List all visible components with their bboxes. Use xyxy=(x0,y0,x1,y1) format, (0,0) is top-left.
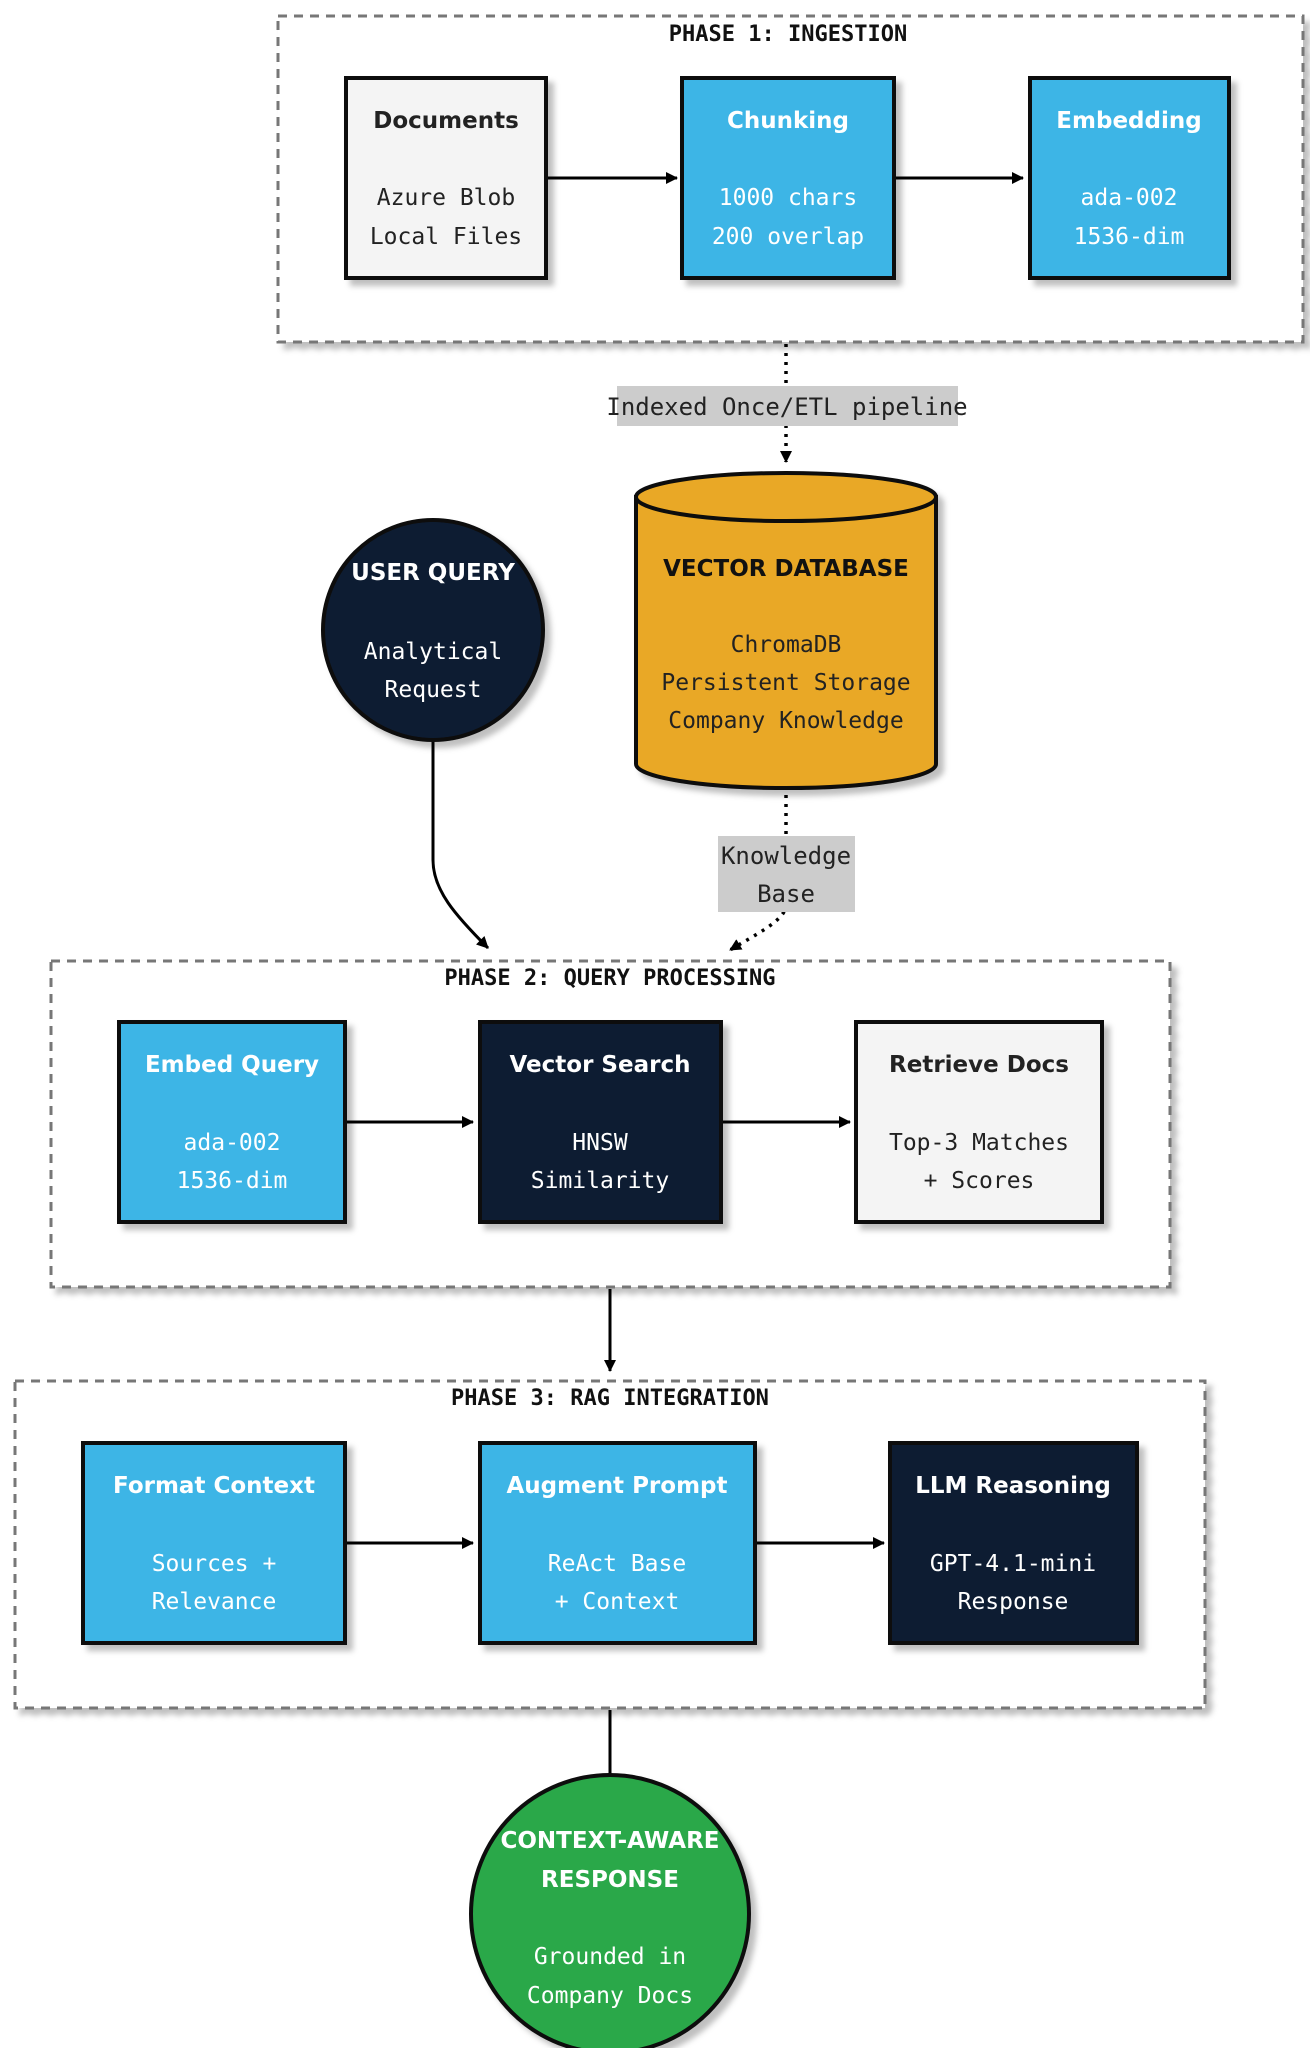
chunking-title: Chunking xyxy=(727,108,849,134)
documents-line2: Local Files xyxy=(370,224,522,250)
vector-db-line1: ChromaDB xyxy=(731,632,842,658)
user-query-line1: Analytical xyxy=(364,639,502,665)
embed-query-line2: 1536-dim xyxy=(177,1168,288,1194)
augment-prompt-line1: ReAct Base xyxy=(548,1551,686,1577)
node-documents: Documents Azure Blob Local Files xyxy=(344,76,548,280)
format-context-line1: Sources + xyxy=(152,1551,277,1577)
phase2-title: PHASE 2: QUERY PROCESSING xyxy=(444,966,775,991)
node-augment-prompt: Augment Prompt ReAct Base + Context xyxy=(478,1441,757,1645)
node-chunking: Chunking 1000 chars 200 overlap xyxy=(680,76,896,280)
node-retrieve-docs: Retrieve Docs Top-3 Matches + Scores xyxy=(854,1020,1104,1224)
llm-reasoning-line2: Response xyxy=(958,1589,1069,1615)
edge-label-indexed: Indexed Once/ETL pipeline xyxy=(606,386,968,426)
llm-reasoning-line1: GPT-4.1-mini xyxy=(930,1551,1096,1577)
vector-db-title: VECTOR DATABASE xyxy=(663,556,909,582)
node-vector-database xyxy=(634,471,938,790)
node-llm-reasoning: LLM Reasoning GPT-4.1-mini Response xyxy=(888,1441,1139,1645)
node-format-context: Format Context Sources + Relevance xyxy=(81,1441,347,1645)
retrieve-docs-line1: Top-3 Matches xyxy=(889,1130,1069,1156)
embedding-line2: 1536-dim xyxy=(1074,224,1185,250)
retrieve-docs-title: Retrieve Docs xyxy=(889,1052,1069,1078)
node-vector-search: Vector Search HNSW Similarity xyxy=(478,1020,723,1224)
format-context-title: Format Context xyxy=(113,1473,315,1499)
documents-line1: Azure Blob xyxy=(377,185,515,211)
vector-search-line1: HNSW xyxy=(572,1130,628,1156)
embed-query-line1: ada-002 xyxy=(184,1130,281,1156)
retrieve-docs-line2: + Scores xyxy=(924,1168,1035,1194)
node-embedding: Embedding ada-002 1536-dim xyxy=(1028,76,1231,280)
vector-db-line2: Persistent Storage xyxy=(661,670,910,696)
embed-query-title: Embed Query xyxy=(145,1052,319,1078)
response-title-line1: CONTEXT-AWARE xyxy=(501,1828,720,1854)
response-line1: Grounded in xyxy=(534,1944,686,1970)
chunking-line1: 1000 chars xyxy=(719,185,857,211)
phase3-title: PHASE 3: RAG INTEGRATION xyxy=(451,1386,769,1411)
augment-prompt-title: Augment Prompt xyxy=(506,1473,727,1499)
vector-db-line3: Company Knowledge xyxy=(668,708,903,734)
node-user-query: USER QUERY Analytical Request xyxy=(321,518,545,742)
response-title-line2: RESPONSE xyxy=(541,1867,679,1893)
edge-label-indexed-text: Indexed Once/ETL pipeline xyxy=(606,393,967,421)
format-context-line2: Relevance xyxy=(152,1589,277,1615)
edge-label-knowledge-line2: Base xyxy=(757,880,815,908)
embedding-line1: ada-002 xyxy=(1081,185,1178,211)
user-query-line2: Request xyxy=(385,677,482,703)
augment-prompt-line2: + Context xyxy=(555,1589,680,1615)
phase1-title: PHASE 1: INGESTION xyxy=(669,22,907,47)
chunking-line2: 200 overlap xyxy=(712,224,864,250)
llm-reasoning-title: LLM Reasoning xyxy=(915,1473,1111,1499)
embedding-title: Embedding xyxy=(1056,108,1201,134)
edge-label-knowledge-line1: Knowledge xyxy=(721,842,851,870)
edge-userquery-phase2 xyxy=(431,735,490,950)
user-query-title: USER QUERY xyxy=(351,560,515,586)
edge-label-knowledge: Knowledge Base xyxy=(718,836,855,912)
documents-title: Documents xyxy=(373,108,519,134)
vector-search-title: Vector Search xyxy=(510,1052,691,1078)
node-context-aware-response: CONTEXT-AWARE RESPONSE Grounded in Compa… xyxy=(469,1773,751,2048)
response-line2: Company Docs xyxy=(527,1983,693,2009)
vector-search-line2: Similarity xyxy=(531,1168,669,1194)
node-embed-query: Embed Query ada-002 1536-dim xyxy=(117,1020,347,1224)
